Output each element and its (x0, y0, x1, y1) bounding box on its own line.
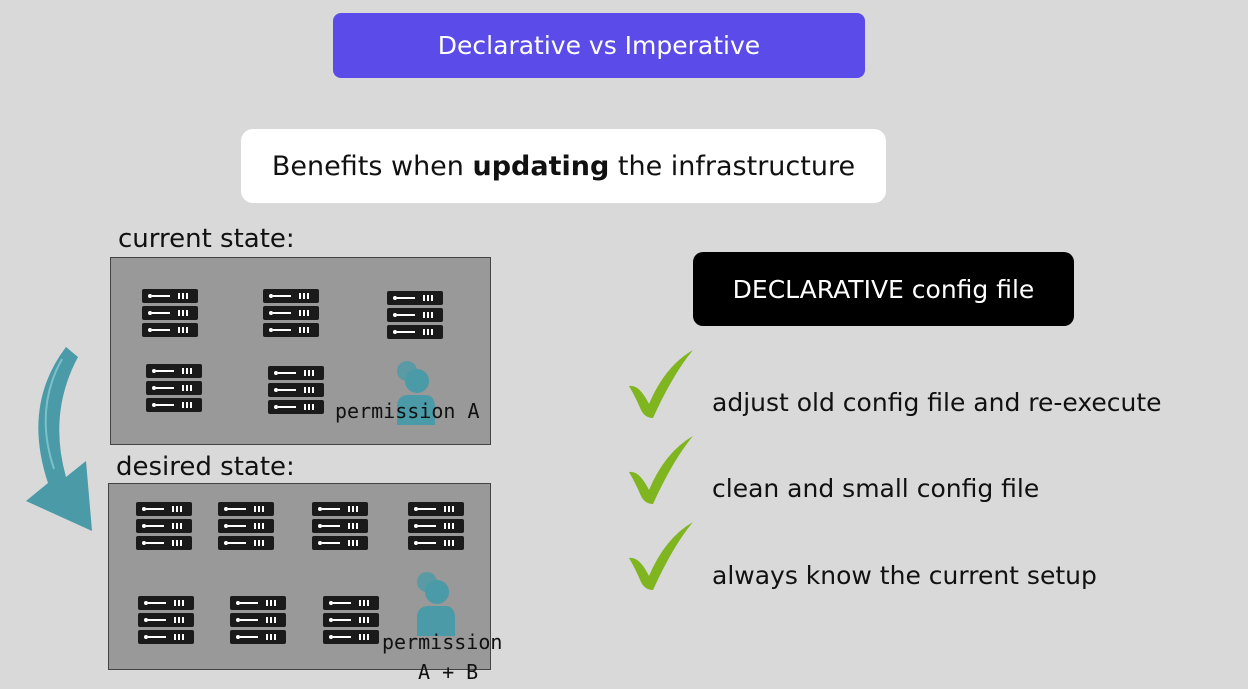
benefit-item: adjust old config file and re-execute (712, 388, 1162, 417)
subtitle-suffix: the infrastructure (609, 150, 856, 182)
check-icon (629, 436, 693, 504)
desired-state-label: desired state: (116, 452, 295, 482)
server-icon (263, 289, 319, 337)
server-icon (387, 291, 443, 339)
subtitle-banner: Benefits when updating the infrastructur… (241, 129, 886, 203)
desired-permission-label-line1: permission (382, 630, 503, 654)
server-icon (312, 502, 368, 550)
title-banner: Declarative vs Imperative (333, 13, 865, 78)
server-icon (268, 366, 324, 414)
server-icon (136, 502, 192, 550)
subtitle-bold: updating (472, 150, 610, 182)
benefit-item: clean and small config file (712, 474, 1040, 503)
check-icon (629, 522, 693, 590)
server-icon (323, 596, 379, 644)
server-icon (138, 596, 194, 644)
declarative-config-text: DECLARATIVE config file (732, 274, 1035, 304)
curved-arrow-icon (26, 347, 92, 531)
benefit-item: always know the current setup (712, 561, 1097, 590)
server-icon (230, 596, 286, 644)
subtitle-prefix: Benefits when (271, 150, 473, 182)
server-icon (142, 289, 198, 337)
server-icon (408, 502, 464, 550)
person-icon (417, 572, 455, 636)
desired-state-panel (108, 483, 491, 670)
server-icon (146, 364, 202, 412)
current-state-panel: permission A (110, 257, 491, 445)
person-icon (397, 361, 435, 425)
current-state-label: current state: (118, 224, 295, 254)
declarative-config-box: DECLARATIVE config file (693, 252, 1074, 326)
server-icon (218, 502, 274, 550)
title-text: Declarative vs Imperative (437, 31, 761, 60)
current-permission-label: permission A (335, 399, 480, 423)
desired-permission-label-line2: A + B (418, 660, 479, 684)
check-icon (629, 350, 693, 418)
